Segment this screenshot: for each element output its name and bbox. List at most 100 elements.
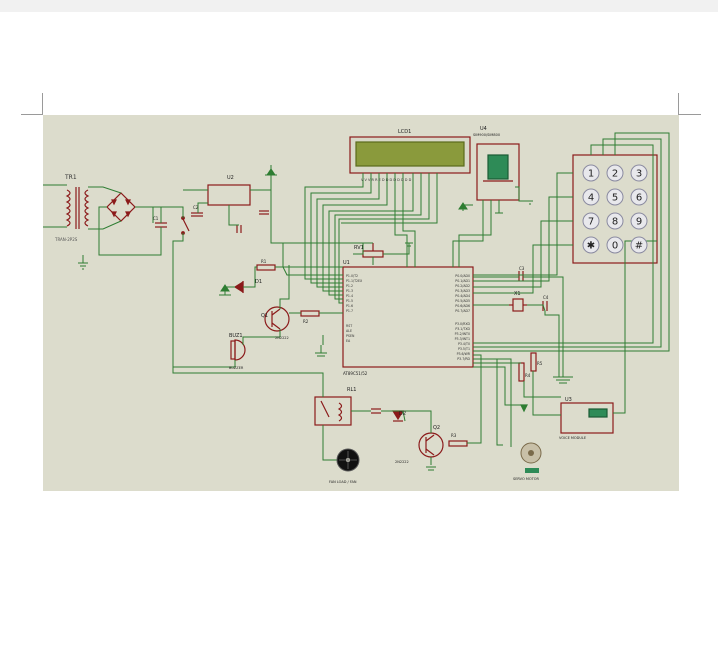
- keypad-key: 5: [606, 188, 624, 206]
- mcu-pin-label: P3.5/T1: [458, 347, 470, 351]
- cap-c1-label: C1: [153, 216, 159, 221]
- keypad-key: 8: [606, 212, 624, 230]
- lcd-pins: V V V R R E D D D D D D D D: [361, 178, 412, 182]
- power-switch: [181, 216, 190, 235]
- sensor-label: U3: [565, 397, 572, 403]
- mcu-pin-label: P1.0/T2: [346, 274, 358, 278]
- transformer-label: TR1: [64, 174, 77, 181]
- transistor-q2: [418, 432, 444, 458]
- sensor-sublabel: VOICE MODULE: [559, 436, 586, 440]
- r1-label: R1: [261, 259, 267, 264]
- keypad-key-body: [630, 164, 648, 182]
- mcu-pin-label: P3.3/INT1: [455, 337, 470, 341]
- keypad-key: #: [630, 236, 648, 254]
- keypad-key-body: [582, 164, 600, 182]
- led-diode: [233, 280, 244, 294]
- d2-label: D2: [399, 411, 406, 417]
- r4-label: R4: [525, 373, 531, 378]
- voltage-regulator: [207, 184, 251, 206]
- crop-mark-right: [679, 114, 701, 115]
- bridge-rectifier: [106, 192, 136, 222]
- schematic-diagram: TR1 TRAN-2P2S: [43, 126, 670, 484]
- resistor-r1: [256, 264, 276, 271]
- keypad-key-label: 4: [588, 193, 594, 204]
- mcu-pin-label: P1.5: [346, 299, 353, 303]
- q1-label: Q1: [261, 313, 268, 319]
- gsm-module: [476, 143, 520, 201]
- keypad-key: 2: [606, 164, 624, 182]
- keypad-key-label: ✱: [587, 241, 595, 252]
- mcu-right-pins: P0.0/AD0P0.1/AD1P0.2/AD2P0.3/AD3P0.4/AD4…: [455, 274, 471, 361]
- keypad-key-label: 7: [588, 217, 594, 228]
- microcontroller: [342, 266, 474, 368]
- crystal: [512, 298, 524, 312]
- keypad-key-label: 3: [636, 169, 642, 180]
- keypad-key: ✱: [582, 236, 600, 254]
- mcu-pin-label: P1.4: [346, 294, 353, 298]
- keypad-key-label: 0: [612, 241, 618, 252]
- keypad-key: 3: [630, 164, 648, 182]
- filter-capacitor: [155, 222, 167, 228]
- relay: [314, 396, 352, 426]
- mcu-pin-label: P3.4/T0: [458, 342, 470, 346]
- mcu-pin-label: P1.7: [346, 309, 353, 313]
- q1-sublabel: 2N2222: [275, 336, 289, 340]
- keypad-key-body: [606, 188, 624, 206]
- pot-label: RV1: [354, 245, 364, 251]
- mcu-pin-label: EA: [346, 339, 351, 343]
- mcu-left-pins: P1.0/T2P1.1/T2EXP1.2P1.3P1.4P1.5P1.6P1.7…: [346, 274, 363, 343]
- mcu-label: U1: [343, 260, 350, 266]
- keypad-key-body: [582, 236, 600, 254]
- fan-label: FAN LOAD / FAN: [329, 480, 357, 484]
- relay-label: RL1: [347, 387, 356, 393]
- mcu-pin-label: P3.7/RD: [457, 357, 470, 361]
- mcu-pin-label: P1.1/T2EX: [346, 279, 363, 283]
- buzzer-label: BUZ1: [229, 333, 243, 339]
- mcu-pin-label: RST: [346, 324, 352, 328]
- r2-label: R2: [303, 319, 309, 324]
- resistor-r2: [300, 310, 320, 317]
- keypad-key-label: 6: [636, 193, 642, 204]
- keypad-key-label: 8: [612, 217, 618, 228]
- fan-load: [336, 448, 360, 472]
- cap-c4-label: C4: [543, 295, 549, 300]
- voice-module: [560, 402, 614, 434]
- mcu-pin-label: P0.6/AD6: [455, 304, 470, 308]
- q2-sublabel: 2N2222: [395, 460, 409, 464]
- transformer-sublabel: TRAN-2P2S: [54, 237, 78, 242]
- gsm-label: U4: [480, 126, 487, 132]
- mcu-pin-label: P1.2: [346, 284, 353, 288]
- mcu-pin-label: P3.2/INT0: [455, 332, 470, 336]
- mcu-pin-label: P1.6: [346, 304, 353, 308]
- q2-label: Q2: [433, 425, 440, 431]
- crystal-label: X1: [514, 291, 521, 297]
- keypad-key: 7: [582, 212, 600, 230]
- mcu-pin-label: P0.2/AD2: [455, 284, 470, 288]
- mcu-pin-label: P0.3/AD3: [455, 289, 470, 293]
- motor-label: SERVO MOTOR: [513, 477, 540, 481]
- keypad-key-label: 2: [612, 169, 618, 180]
- contrast-potentiometer: [362, 250, 384, 258]
- mcu-pin-label: PSEN: [346, 334, 355, 338]
- svg-text:V V V R R E D D D D D D D D: V V V R R E D D D D D D D D: [361, 178, 412, 182]
- keypad-key: 6: [630, 188, 648, 206]
- crop-mark-top-right: [678, 93, 679, 115]
- keypad-key-label: 9: [636, 217, 642, 228]
- keypad-key-body: [630, 236, 648, 254]
- servo-motor: [520, 442, 542, 473]
- keypad-key-body: [606, 212, 624, 230]
- keypad-key-body: [606, 164, 624, 182]
- r3-label: R3: [451, 433, 457, 438]
- keypad-key-body: [606, 236, 624, 254]
- mcu-pin-label: P0.7/AD7: [455, 309, 470, 313]
- d1-label: D1: [255, 279, 262, 285]
- keypad-key-body: [582, 212, 600, 230]
- lcd-label: LCD1: [398, 129, 411, 135]
- mcu-pin-label: P0.4/AD4: [455, 294, 470, 298]
- keypad-key-body: [630, 188, 648, 206]
- mcu-part: AT89C51/52: [343, 371, 368, 376]
- buzzer: [230, 339, 246, 361]
- keypad-key-body: [582, 188, 600, 206]
- keypad-key: 1: [582, 164, 600, 182]
- keypad-key: 4: [582, 188, 600, 206]
